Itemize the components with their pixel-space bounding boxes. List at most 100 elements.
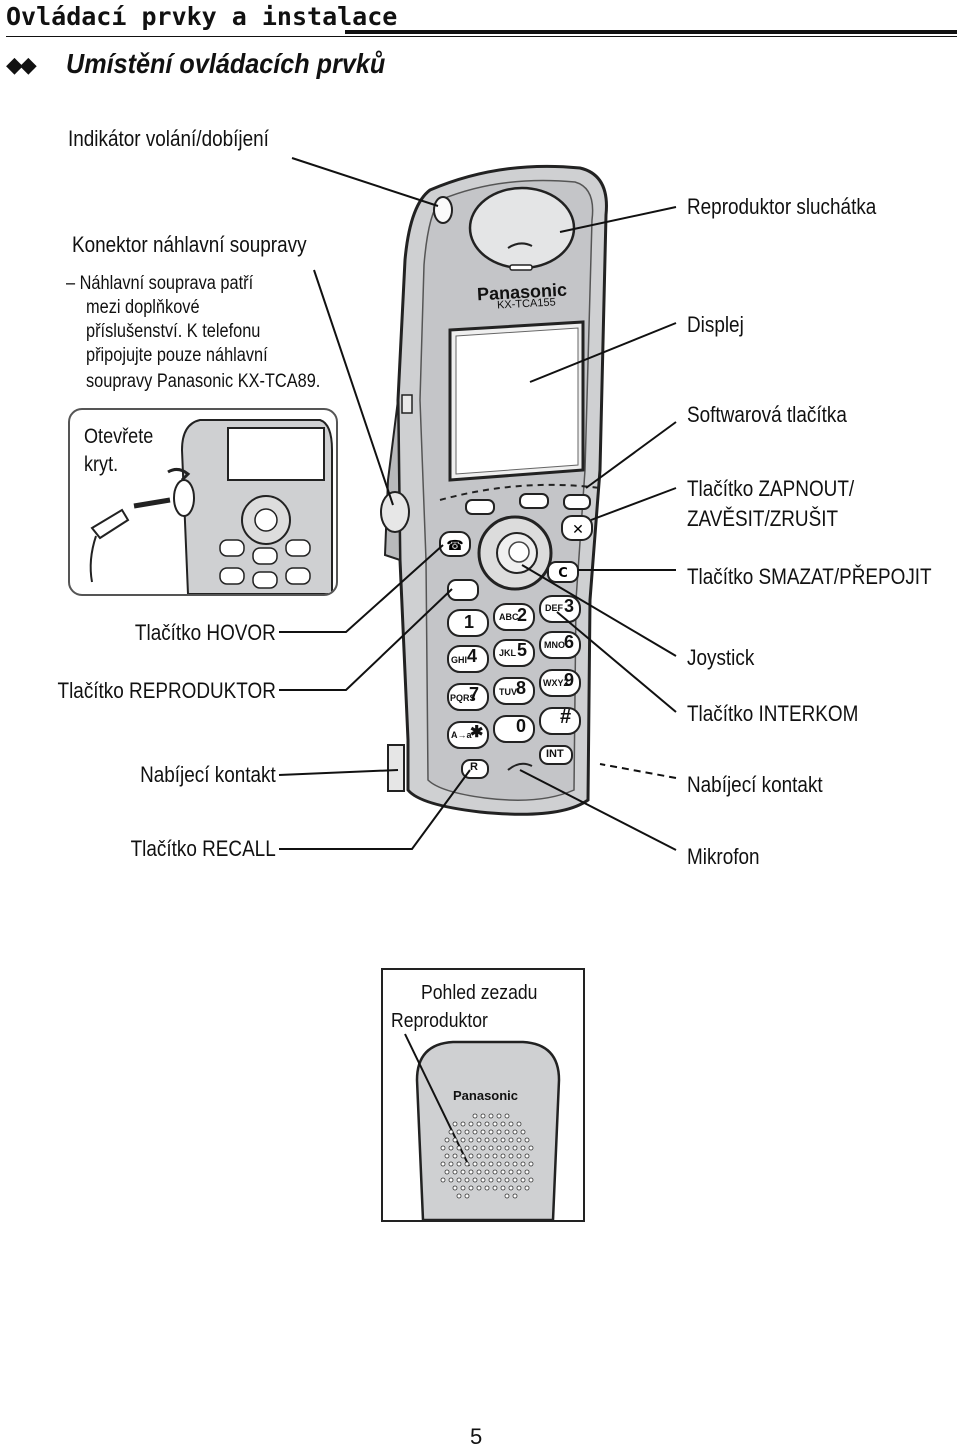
label-power-button-line1: Tlačítko ZAPNOUT/ — [687, 476, 855, 501]
speaker-hole — [500, 1185, 506, 1191]
rear-view-title: Pohled zezadu — [421, 982, 538, 1004]
label-headset-connector: Konektor náhlavní soupravy — [72, 232, 307, 257]
speaker-hole — [464, 1161, 470, 1167]
intercom-key-label[interactable]: INT — [546, 748, 564, 760]
speaker-hole — [476, 1169, 482, 1175]
label-power-button-line2: ZAVĚSIT/ZRUŠIT — [687, 506, 839, 531]
key-9[interactable]: 9 — [564, 670, 575, 690]
label-clear-button: Tlačítko SMAZAT/PŘEPOJIT — [687, 564, 932, 589]
open-cover-line2: kryt. — [84, 453, 119, 476]
speaker-hole — [512, 1193, 518, 1199]
speaker-hole — [476, 1153, 482, 1159]
speaker-hole — [456, 1161, 462, 1167]
speaker-hole — [516, 1169, 522, 1175]
speaker-hole — [452, 1121, 458, 1127]
speaker-hole — [452, 1137, 458, 1143]
header-underline — [6, 36, 957, 37]
speaker-hole — [468, 1121, 474, 1127]
key-8[interactable]: 8 — [516, 678, 527, 698]
rear-view-box: Pohled zezadu Reproduktor Panasonic — [381, 968, 585, 1222]
key-wxyz-letters: WXYZ — [543, 678, 569, 688]
speaker-hole — [496, 1161, 502, 1167]
speaker-hole — [500, 1169, 506, 1175]
diamond-bullets-icon: ◆◆ — [6, 52, 37, 77]
speaker-hole — [444, 1153, 450, 1159]
speaker-hole — [484, 1185, 490, 1191]
charge-contact — [387, 744, 405, 792]
speaker-hole — [512, 1145, 518, 1151]
key-ghi-letters: GHI — [451, 655, 468, 665]
speaker-hole — [528, 1145, 534, 1151]
header-rule — [345, 30, 957, 34]
key-0[interactable]: 0 — [516, 716, 527, 736]
speaker-hole — [480, 1145, 486, 1151]
receiver-speaker-icon — [468, 186, 576, 270]
speaker-hole — [508, 1169, 514, 1175]
speaker-hole — [456, 1129, 462, 1135]
headset-note-line1: – Náhlavní souprava patří — [66, 273, 254, 294]
key-hash[interactable]: # — [560, 706, 572, 728]
speaker-hole — [448, 1161, 454, 1167]
key-def-letters: DEF — [545, 603, 563, 613]
speaker-hole — [480, 1177, 486, 1183]
label-recall-button: Tlačítko RECALL — [130, 836, 276, 861]
key-5[interactable]: 5 — [517, 640, 528, 660]
label-charge-contact-right: Nabíjecí kontakt — [687, 772, 823, 797]
speaker-hole — [480, 1113, 486, 1119]
speakerphone-button — [447, 579, 479, 601]
speaker-hole — [456, 1177, 462, 1183]
speaker-hole — [488, 1129, 494, 1135]
rear-brand: Panasonic — [453, 1088, 519, 1103]
speaker-hole — [504, 1177, 510, 1183]
speaker-hole — [496, 1113, 502, 1119]
speaker-hole — [500, 1153, 506, 1159]
key-jkl-letters: JKL — [499, 648, 517, 658]
label-joystick: Joystick — [687, 645, 755, 670]
speaker-hole — [460, 1137, 466, 1143]
speaker-hole — [516, 1137, 522, 1143]
rear-view-speaker-label: Reproduktor — [391, 1010, 488, 1032]
speaker-hole — [452, 1185, 458, 1191]
label-microphone: Mikrofon — [687, 844, 760, 869]
key-7[interactable]: 7 — [469, 684, 480, 704]
speaker-hole — [472, 1113, 478, 1119]
speaker-hole — [480, 1161, 486, 1167]
speaker-hole — [472, 1145, 478, 1151]
speaker-hole — [528, 1177, 534, 1183]
speaker-hole — [460, 1121, 466, 1127]
speaker-hole — [488, 1113, 494, 1119]
speaker-hole — [464, 1129, 470, 1135]
key-3[interactable]: 3 — [564, 596, 575, 616]
key-2[interactable]: 2 — [517, 605, 528, 625]
speaker-hole — [464, 1193, 470, 1199]
speaker-hole — [504, 1193, 510, 1199]
headset-note-line5: soupravy Panasonic KX-TCA89. — [86, 371, 321, 392]
speaker-hole — [512, 1129, 518, 1135]
speaker-hole — [472, 1129, 478, 1135]
speaker-hole — [480, 1129, 486, 1135]
speaker-hole — [472, 1177, 478, 1183]
speaker-hole — [496, 1177, 502, 1183]
power-off-button — [561, 515, 593, 541]
key-4[interactable]: 4 — [467, 646, 478, 666]
speaker-hole — [508, 1185, 514, 1191]
speaker-hole — [508, 1137, 514, 1143]
speaker-hole — [448, 1177, 454, 1183]
indicator-led-icon — [433, 196, 453, 224]
speaker-hole — [456, 1145, 462, 1151]
speaker-hole — [492, 1137, 498, 1143]
key-star[interactable]: ✱ — [470, 724, 484, 741]
speaker-hole — [440, 1161, 446, 1167]
speaker-hole — [512, 1161, 518, 1167]
open-cover-line1: Otevřete — [84, 425, 154, 448]
speaker-hole — [476, 1121, 482, 1127]
speaker-hole — [524, 1137, 530, 1143]
speaker-hole — [516, 1121, 522, 1127]
key-1[interactable]: 1 — [464, 612, 475, 632]
speaker-hole — [440, 1145, 446, 1151]
recall-key-label[interactable]: R — [470, 761, 478, 773]
key-6[interactable]: 6 — [564, 632, 575, 652]
speaker-hole — [492, 1121, 498, 1127]
speaker-hole — [468, 1137, 474, 1143]
